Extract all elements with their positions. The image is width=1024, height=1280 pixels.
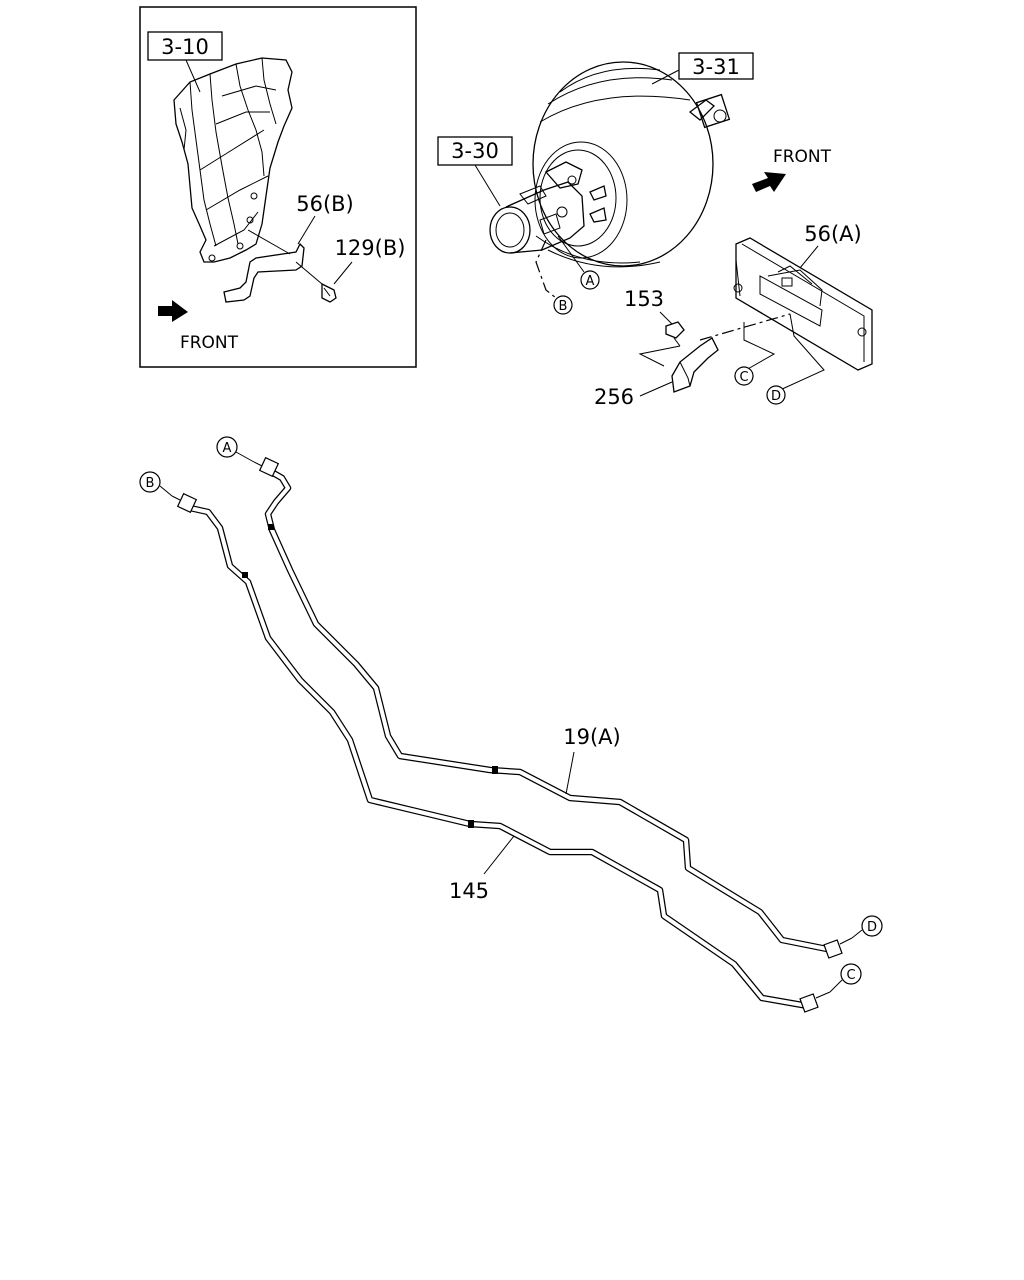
- connector-b-marker: B: [553, 295, 573, 315]
- connector-c-marker: C: [734, 366, 754, 386]
- ref-box-3-10: [147, 31, 223, 61]
- brake-booster: [532, 61, 731, 268]
- pipe-end-d-marker: D: [861, 915, 883, 937]
- inset-bolt-label: 129(B): [335, 236, 406, 260]
- svg-text:D: D: [771, 389, 781, 404]
- svg-text:A: A: [586, 274, 595, 289]
- pedal-bracket-drawing: [173, 57, 293, 263]
- clip-256: [671, 337, 719, 393]
- flare-nut-d: [823, 937, 853, 959]
- svg-text:A: A: [223, 441, 232, 456]
- flare-nut-a: [253, 456, 280, 478]
- pipe-19a: [264, 466, 836, 954]
- inset-bracket-label: 56(B): [296, 192, 354, 216]
- ref-box-3-30: [437, 136, 513, 166]
- inset-ref-label: 3-10: [161, 35, 209, 59]
- front-arrow-icon: [752, 172, 786, 192]
- small-bracket-56b: [223, 229, 323, 303]
- pipe-end-c-marker: C: [840, 963, 862, 985]
- pushrod-clevis: [688, 93, 731, 129]
- pipe-19a-label: 19(A): [563, 725, 620, 749]
- clip-256-label: 256: [594, 385, 634, 409]
- ref-box-3-31: [678, 52, 754, 80]
- svg-text:D: D: [867, 920, 877, 935]
- master-cylinder-ref-label: 3-30: [451, 139, 499, 163]
- inset-front-label: FRONT: [180, 333, 239, 353]
- connector-a-marker: A: [580, 270, 600, 290]
- inset-panel: 3-10: [139, 6, 417, 368]
- pipe-145: [186, 504, 812, 1010]
- pipe-end-b-marker: B: [139, 471, 161, 493]
- front-arrow-icon: [158, 300, 188, 322]
- pipe-end-a-marker: A: [216, 436, 238, 458]
- pipe-145-label: 145: [449, 879, 489, 903]
- booster-front-label: FRONT: [773, 147, 832, 167]
- connector-d-marker: D: [766, 385, 786, 405]
- bolt-153: [665, 321, 685, 347]
- svg-text:B: B: [559, 299, 568, 314]
- flare-nut-c: [799, 991, 831, 1013]
- bracket-56a-label: 56(A): [804, 222, 861, 246]
- booster-ref-label: 3-31: [692, 55, 740, 79]
- bolt-129b: [321, 282, 337, 303]
- master-cylinder: [489, 161, 585, 254]
- bracket-56a: [733, 237, 873, 371]
- svg-text:C: C: [739, 370, 748, 385]
- svg-text:C: C: [846, 968, 855, 983]
- flare-nut-b: [171, 492, 198, 514]
- svg-text:B: B: [146, 476, 155, 491]
- bolt-153-label: 153: [624, 287, 664, 311]
